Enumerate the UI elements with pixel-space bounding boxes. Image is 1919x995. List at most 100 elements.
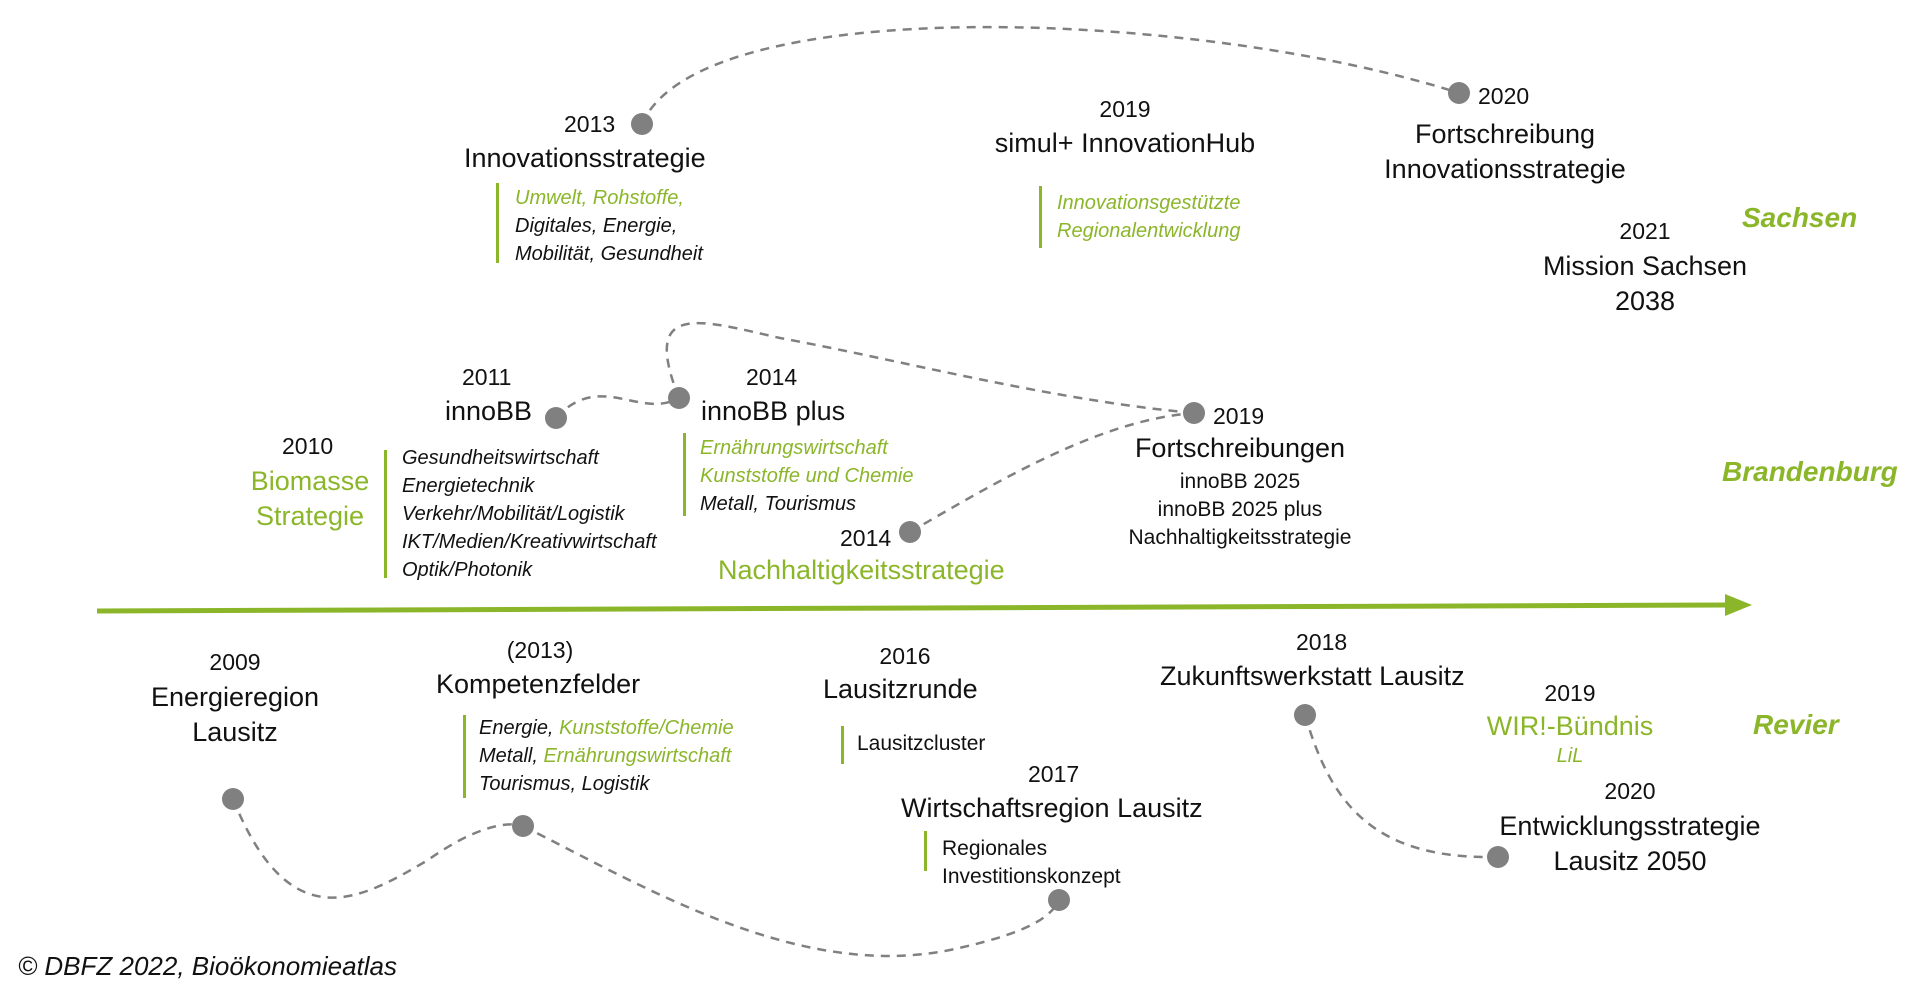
field-item: Innovationsgestützte [1057,192,1241,214]
sachsen-2013-bar [496,183,499,263]
dot-revier-2009 [222,788,244,810]
revier-2017-bar [924,831,927,871]
sachsen-2019-year: 2019 [1099,96,1151,122]
revier-2013-year: (2013) [506,637,574,663]
title-line: Lausitz [192,717,278,747]
fortschreibung-item: innoBB 2025 plus [1157,498,1323,521]
field-part: Kunststoffe/Chemie [559,717,734,739]
dot-revier-2017 [1048,889,1070,911]
revier-2019-title: WIR!-Bündnis [1486,711,1654,741]
dot-revier-2013 [512,815,534,837]
timeline-arrowhead [1725,594,1752,616]
connector-innobb-innobbplus [555,395,680,419]
sachsen-2019-bar [1039,186,1042,248]
field-item: Metall, Tourismus [700,493,856,515]
field-item: Umwelt, Rohstoffe, [515,187,684,209]
revier-2017-items: Regionales Investitionskonzept [942,835,1121,891]
bb-2014-innobbplus-year: 2014 [746,364,798,390]
sachsen-2013-year: 2013 [564,111,616,137]
sachsen-2020-year: 2020 [1478,83,1530,109]
field-item: Ernährungswirtschaft [700,437,888,459]
region-label-revier: Revier [1753,709,1839,740]
bb-2014-innobbplus-title: innoBB plus [701,396,846,426]
connector-innobbplus-2019 [665,321,1195,415]
list-item: Investitionskonzept [942,865,1121,888]
bb-2014-nachhaltigkeit-year: 2014 [840,525,892,551]
field-item: IKT/Medien/Kreativwirtschaft [402,531,657,553]
dot-innobb-2011 [545,407,567,429]
revier-2016-bar [841,726,844,764]
bb-2010-fields: Gesundheitswirtschaft Energietechnik Ver… [402,444,657,584]
field-item: Tourismus, Logistik [479,773,650,795]
field-part: Metall, [479,745,538,767]
revier-2019-sub: LiL [1556,745,1584,767]
sachsen-2013-title: Innovationsstrategie [464,143,706,173]
list-item: Regionales [942,837,1048,860]
field-item: Metall, Ernährungswirtschaft [479,742,734,770]
copyright-credit: © DBFZ 2022, Bioökonomieatlas [18,951,398,981]
sachsen-2021-title: Mission Sachsen 2038 [1510,249,1780,319]
connector-revier-2018-2020 [1303,714,1499,859]
connector-nachhaltigkeit-2019 [909,411,1195,534]
revier-2017-year: 2017 [1028,761,1080,787]
dot-sachsen-2013 [631,113,653,135]
connector-sachsen-2013-2020 [640,25,1460,125]
revier-2009-title: Energieregion Lausitz [120,680,350,750]
title-line: Lausitz 2050 [1553,846,1707,876]
region-label-sachsen: Sachsen [1742,202,1858,233]
dot-nachhaltigkeit-2014 [899,521,921,543]
region-label-brandenburg: Brandenburg [1722,456,1898,487]
revier-2016-item: Lausitzcluster [857,732,986,755]
bb-2010-bar [384,450,387,578]
timeline-axis [96,602,1729,614]
sachsen-2020-title: Fortschreibung Innovationsstrategie [1360,117,1650,187]
bb-2019-items: innoBB 2025 innoBB 2025 plus Nachhaltigk… [1100,468,1380,552]
bb-2011-title: innoBB [445,396,533,426]
dot-fortschreibungen-2019 [1183,402,1205,424]
dot-sachsen-2020 [1448,82,1470,104]
revier-2013-fields: Energie, Kunststoffe/Chemie Metall, Ernä… [479,714,734,798]
sachsen-2021-year: 2021 [1619,218,1671,244]
sachsen-2019-fields: Innovationsgestützte Regionalentwicklung [1057,189,1240,245]
bb-2014-innobbplus-fields: Ernährungswirtschaft Kunststoffe und Che… [700,434,913,518]
revier-2020-year: 2020 [1604,778,1656,804]
fortschreibung-item: innoBB 2025 [1179,470,1301,493]
field-item: Verkehr/Mobilität/Logistik [402,503,625,525]
dot-revier-2018 [1294,704,1316,726]
bb-2014-nachhaltigkeit-title: Nachhaltigkeitsstrategie [718,555,1005,585]
title-line: Strategie [255,501,365,531]
revier-2016-year: 2016 [879,643,931,669]
revier-2016-title: Lausitzrunde [823,674,978,704]
field-item: Energietechnik [402,475,535,497]
title-line: Innovationsstrategie [1384,154,1626,184]
connector-revier-2013-2017 [522,824,1061,958]
revier-2013-bar [463,715,466,798]
revier-2020-title: Entwicklungsstrategie Lausitz 2050 [1480,809,1780,879]
revier-2019-year: 2019 [1544,680,1596,706]
title-line: Mission Sachsen [1542,251,1748,281]
field-item: Digitales, Energie, [515,215,678,237]
revier-2013-title: Kompetenzfelder [436,669,641,699]
title-line: 2038 [1614,286,1676,316]
field-part: Ernährungswirtschaft [543,745,732,767]
fortschreibung-item: Nachhaltigkeitsstrategie [1128,526,1352,549]
field-item: Regionalentwicklung [1057,220,1241,242]
bb-2011-year: 2011 [462,364,512,390]
field-item: Optik/Photonik [402,559,533,581]
field-item: Kunststoffe und Chemie [700,465,914,487]
field-item: Mobilität, Gesundheit [515,243,703,265]
bb-2014-innobbplus-bar [683,433,686,516]
bb-2019-title: Fortschreibungen [1134,433,1346,463]
field-item: Energie, Kunststoffe/Chemie [479,714,734,742]
title-line: Biomasse [250,466,370,496]
revier-2018-year: 2018 [1296,629,1348,655]
title-line: Entwicklungsstrategie [1499,811,1761,841]
dot-revier-2020 [1487,846,1509,868]
bb-2010-year: 2010 [282,433,334,459]
sachsen-2013-fields: Umwelt, Rohstoffe, Digitales, Energie, M… [515,184,703,268]
sachsen-2019-title: simul+ InnovationHub [994,128,1256,158]
field-item: Gesundheitswirtschaft [402,447,599,469]
dot-innobbplus-2014 [668,387,690,409]
revier-2018-title: Zukunftswerkstatt Lausitz [1160,661,1465,691]
